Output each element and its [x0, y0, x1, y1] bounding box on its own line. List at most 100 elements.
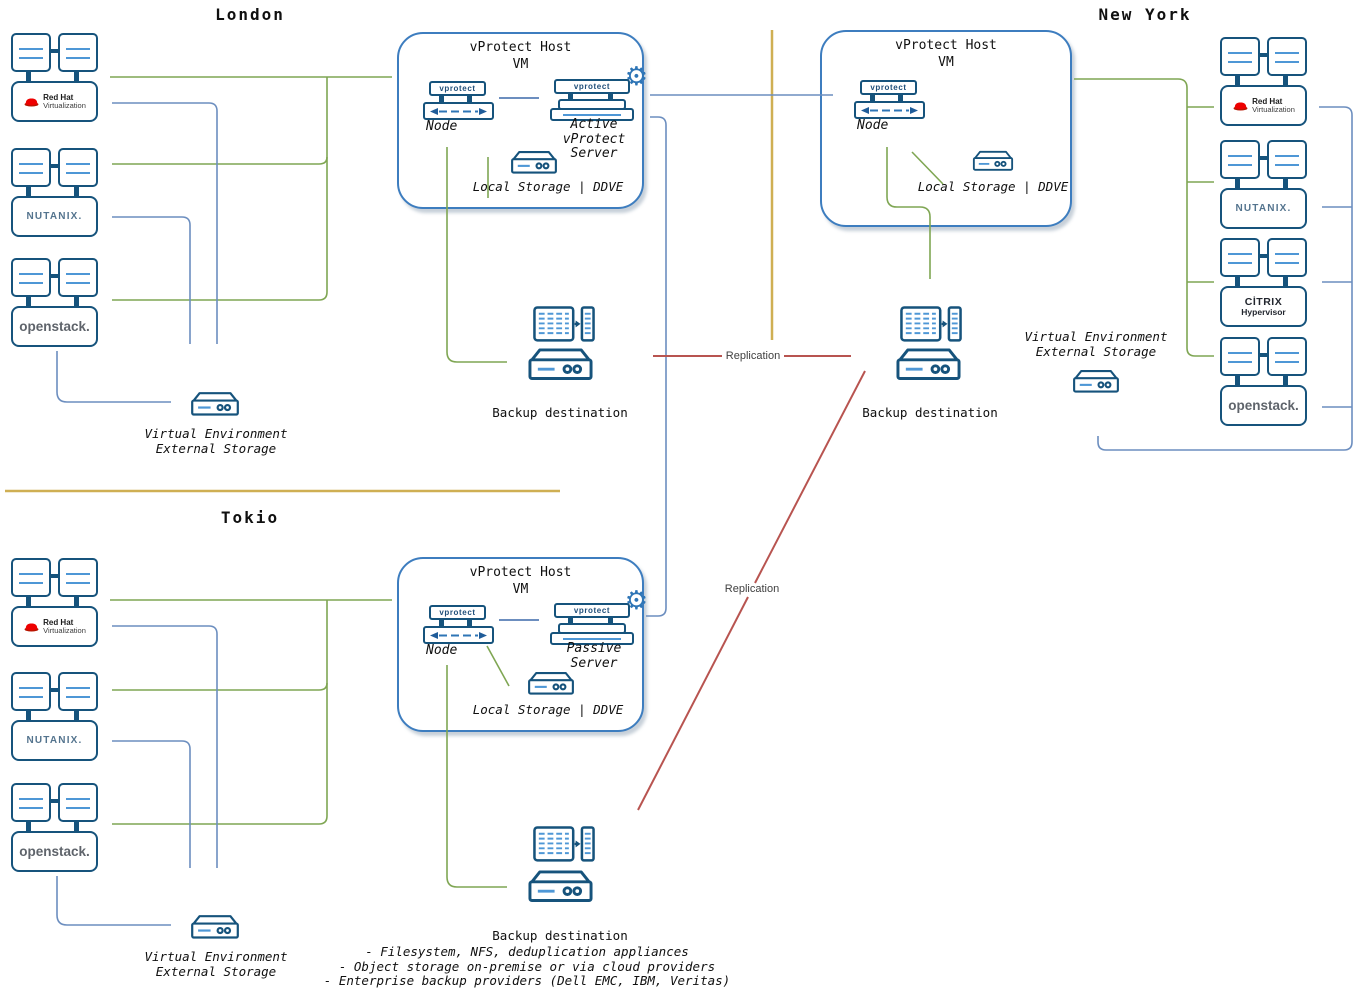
screen-lines — [66, 163, 90, 174]
connector-stem — [26, 597, 31, 607]
server-monitor-icon — [1267, 37, 1307, 76]
screen-lines — [1228, 253, 1252, 264]
wire-london-blue-redhat-storage — [112, 102, 218, 344]
vprotect-node-icon: vprotect — [423, 605, 494, 645]
connector-stem — [26, 187, 31, 197]
wire-replication-tokio-ny-lower — [637, 596, 749, 811]
connector-stem — [50, 274, 60, 278]
vprotect-server-icon: ⚙ vprotect — [550, 64, 648, 121]
wire-tokio-green-nutanix — [112, 682, 328, 691]
screen-lines — [19, 163, 43, 174]
external-storage-icon — [191, 392, 239, 416]
connector-stem — [50, 688, 60, 692]
bidirectional-dashed-arrow-icon — [861, 106, 918, 114]
host-title: vProtect Host VM — [895, 38, 997, 70]
server-monitor-icon — [1220, 337, 1260, 376]
redhat-name: Red Hat — [1252, 96, 1283, 106]
storage-appliance-icon — [528, 672, 574, 695]
citrix-name: CİTRIX — [1244, 295, 1283, 308]
connector-stem — [439, 618, 444, 626]
server-monitor-icon — [58, 148, 98, 187]
nutanix-logo: NUTANIX. — [1235, 203, 1292, 214]
connector-stem — [50, 49, 60, 53]
wire-tokio-green-openstack — [112, 600, 328, 825]
screen-lines — [1228, 155, 1252, 166]
wire-tokio-blue-redhat-storage — [112, 625, 218, 868]
wire-tokio-blue-nutanix-storage — [112, 740, 191, 868]
server-monitor-icon — [58, 258, 98, 297]
vprotect-node-icon: vprotect — [423, 81, 494, 121]
host-title: vProtect Host VM — [469, 565, 572, 597]
connector-stem — [1235, 76, 1240, 86]
redhat-hat-icon — [24, 623, 39, 631]
cluster-london-nutanix: NUTANIX. — [11, 148, 99, 238]
cluster-ny-nutanix: NUTANIX. — [1220, 140, 1308, 230]
backup-destination-label-ny: Backup destination — [862, 405, 998, 420]
connector-stem — [568, 92, 573, 99]
local-storage-label: Local Storage | DDVE — [472, 702, 624, 717]
screen-lines — [1275, 253, 1299, 264]
connector-stem — [74, 187, 79, 197]
redhat-hat-icon — [24, 98, 39, 106]
site-title-london: London — [215, 5, 285, 24]
citrix-product: Hypervisor — [1241, 306, 1286, 317]
redhat-product: Virtualization — [1252, 104, 1295, 114]
cluster-ny-openstack: openstack. — [1220, 337, 1308, 427]
hypervisor-label-openstack: openstack. — [11, 831, 98, 872]
screen-lines — [66, 48, 90, 59]
connector-stem — [50, 799, 60, 803]
server-monitor-icon — [1267, 238, 1307, 277]
server-monitor-icon — [11, 33, 51, 72]
connector-stem — [1259, 254, 1269, 258]
backup-options-list: - Filesystem, NFS, deduplication applian… — [323, 944, 731, 988]
server-monitor-icon — [1220, 140, 1260, 179]
screen-lines — [19, 48, 43, 59]
hypervisor-label-nutanix: NUTANIX. — [11, 196, 98, 237]
virtual-env-storage-label-ny: Virtual Environment External Storage — [1024, 329, 1168, 359]
replication-label-horizontal: Replication — [703, 350, 803, 362]
wire-london-blue-nutanix-storage — [112, 216, 191, 344]
server-monitor-icon — [58, 672, 98, 711]
server-monitor-icon — [1220, 238, 1260, 277]
screen-lines — [19, 687, 43, 698]
vprotect-logo: vprotect — [870, 83, 907, 92]
server-monitor-icon — [11, 672, 51, 711]
backup-appliance-icon — [896, 348, 961, 381]
connector-stem — [26, 711, 31, 721]
backup-appliance-icon — [528, 348, 593, 381]
connector-stem — [74, 597, 79, 607]
screen-lines — [1275, 352, 1299, 363]
vprotect-host-tokio: vProtect Host VM vprotect Node ⚙ vprotec… — [397, 557, 648, 732]
external-storage-icon — [1073, 370, 1119, 393]
screen-lines — [66, 798, 90, 809]
virtual-env-storage-label-tokio: Virtual Environment External Storage — [144, 949, 288, 979]
tray-line — [563, 637, 621, 640]
local-storage-label: Local Storage | DDVE — [472, 179, 624, 194]
connector-stem — [26, 72, 31, 82]
connector-stem — [74, 297, 79, 307]
gear-icon: ⚙ — [624, 62, 648, 92]
wire-london-blue-openstack-storage — [56, 351, 171, 403]
redhat-name: Red Hat — [43, 617, 74, 627]
node-label: Node — [426, 119, 458, 134]
cluster-tokio-openstack: openstack. — [11, 783, 99, 873]
storage-appliance-icon — [972, 150, 1014, 171]
active-server-label: Active vProtect Server — [562, 117, 626, 161]
openstack-logo: openstack. — [19, 844, 90, 859]
screen-lines — [1275, 52, 1299, 63]
server-monitor-icon — [1267, 337, 1307, 376]
connector-stem — [74, 72, 79, 82]
virtual-env-storage-label-london: Virtual Environment External Storage — [144, 426, 288, 456]
storage-appliance-icon — [511, 151, 557, 174]
openstack-logo: openstack. — [1228, 398, 1299, 413]
